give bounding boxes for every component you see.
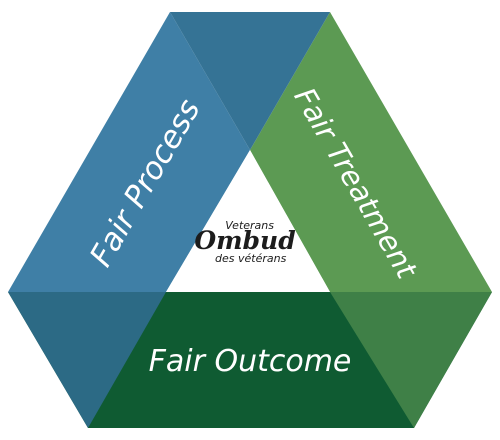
veterans-ombud-logo: Veterans Ombud des vétérans — [194, 219, 295, 265]
fair-treatment-band — [250, 12, 492, 292]
outcome-process-overlap — [8, 292, 166, 428]
fair-process-band — [8, 12, 250, 292]
fair-outcome-label: Fair Outcome — [149, 344, 352, 379]
logo-veterans-text: Veterans — [225, 219, 274, 232]
center-triangle — [166, 150, 330, 292]
logo-ombud-text: Ombud — [194, 226, 295, 255]
process-treatment-overlap — [170, 12, 330, 150]
logo-des-veterans-text: des vétérans — [215, 252, 287, 265]
treatment-outcome-overlap — [330, 292, 492, 428]
